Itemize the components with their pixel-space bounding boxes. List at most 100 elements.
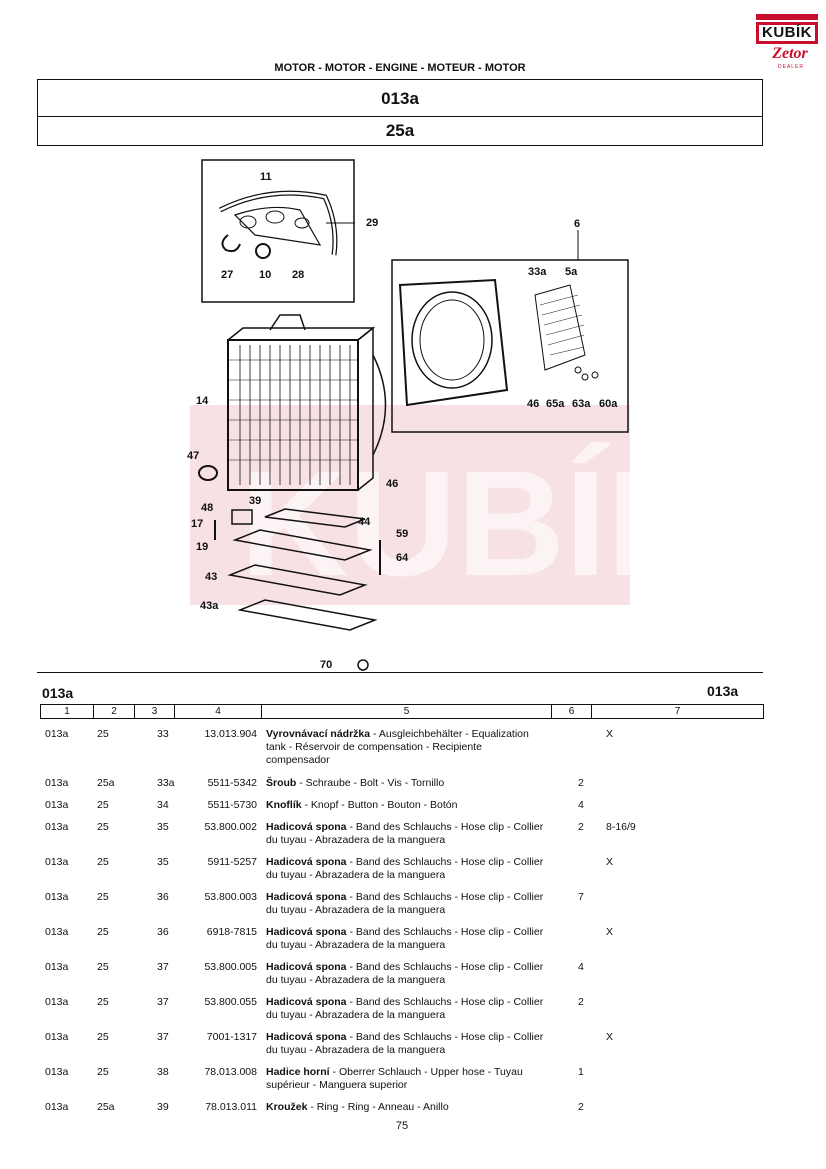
callout-label: 60a bbox=[599, 398, 618, 410]
exploded-parts-diagram: KUBÍK bbox=[190, 159, 640, 671]
callout-label: 44 bbox=[358, 516, 371, 528]
column-header: 2 bbox=[93, 705, 134, 718]
cell-position: 36 bbox=[157, 926, 169, 938]
radiator bbox=[227, 314, 387, 491]
callout-label: 70 bbox=[320, 659, 333, 671]
cell-quantity: 7 bbox=[578, 891, 584, 903]
callout-label: 47 bbox=[187, 450, 200, 462]
part-name: Hadice horní bbox=[266, 1066, 330, 1078]
callout-label: 43a bbox=[200, 600, 219, 612]
part-name: Hadicová spona bbox=[266, 961, 347, 973]
cell-quantity: 4 bbox=[578, 961, 584, 973]
cell-position: 37 bbox=[157, 961, 169, 973]
logo-dealer-text: DEALER bbox=[778, 64, 805, 70]
callout-label: 46 bbox=[386, 478, 399, 490]
column-header: 7 bbox=[591, 705, 763, 718]
part-name: Hadicová spona bbox=[266, 821, 347, 833]
cell-subgroup: 25a bbox=[97, 777, 115, 789]
callout-label: 17 bbox=[191, 518, 204, 530]
callout-label: 10 bbox=[259, 269, 272, 281]
callout-label: 14 bbox=[196, 395, 209, 407]
callout-label: 39 bbox=[249, 495, 262, 507]
cell-note: X bbox=[606, 856, 614, 868]
callout-label: 19 bbox=[196, 541, 209, 553]
cell-note: 8-16/9 bbox=[606, 821, 636, 833]
cell-quantity: 2 bbox=[578, 996, 584, 1008]
cell-group: 013a bbox=[45, 856, 69, 868]
part-name: Hadicová spona bbox=[266, 996, 347, 1008]
logo-brand-text: KUBÍK bbox=[756, 22, 818, 44]
cell-subgroup: 25 bbox=[97, 1031, 109, 1043]
cell-subgroup: 25 bbox=[97, 728, 109, 740]
part-name: Šroub bbox=[266, 777, 297, 789]
cell-subgroup: 25 bbox=[97, 799, 109, 811]
cell-part-number: 6918-7815 bbox=[206, 926, 257, 938]
cell-subgroup: 25 bbox=[97, 856, 109, 868]
cell-position: 38 bbox=[157, 1066, 169, 1078]
part-name: Hadicová spona bbox=[266, 926, 347, 938]
cell-group: 013a bbox=[45, 1101, 69, 1113]
part-translations: - Band des Schlauchs - Hose clip - Colli… bbox=[266, 926, 544, 951]
cell-group: 013a bbox=[45, 1031, 69, 1043]
callout-label: 46 bbox=[527, 398, 540, 410]
section-code-right: 013a bbox=[707, 683, 739, 699]
callout-label: 29 bbox=[366, 217, 379, 229]
cell-description: Hadice horní - Oberrer Schlauch - Upper … bbox=[266, 1066, 546, 1092]
callout-label: 59 bbox=[396, 528, 409, 540]
cell-description: Hadicová spona - Band des Schlauchs - Ho… bbox=[266, 961, 546, 987]
column-header: 4 bbox=[174, 705, 261, 718]
part-name: Hadicová spona bbox=[266, 891, 347, 903]
cell-subgroup: 25 bbox=[97, 821, 109, 833]
part-name: Hadicová spona bbox=[266, 856, 347, 868]
callout-label: 28 bbox=[292, 269, 305, 281]
cell-quantity: 2 bbox=[578, 1101, 584, 1113]
column-header: 5 bbox=[261, 705, 551, 718]
cell-quantity: 2 bbox=[578, 821, 584, 833]
column-number-row: 1 2 3 4 5 6 7 bbox=[40, 704, 764, 719]
cell-position: 34 bbox=[157, 799, 169, 811]
part-name: Knoflík bbox=[266, 799, 302, 811]
part-translations: - Band des Schlauchs - Hose clip - Colli… bbox=[266, 996, 544, 1021]
part-translations: - Band des Schlauchs - Hose clip - Colli… bbox=[266, 856, 544, 881]
cell-note: X bbox=[606, 1031, 614, 1043]
logo-zetor-text: Zetor bbox=[772, 45, 808, 62]
cell-group: 013a bbox=[45, 821, 69, 833]
cell-part-number: 78.013.008 bbox=[204, 1066, 257, 1078]
column-header: 6 bbox=[551, 705, 591, 718]
callout-label: 43 bbox=[205, 571, 218, 583]
cell-part-number: 7001-1317 bbox=[206, 1031, 257, 1043]
callout-label: 27 bbox=[221, 269, 234, 281]
cell-note: X bbox=[606, 728, 614, 740]
svg-text:KUBÍK: KUBÍK bbox=[240, 439, 640, 607]
cell-group: 013a bbox=[45, 799, 69, 811]
callout-label: 64 bbox=[396, 552, 409, 564]
part-translations: - Knopf - Button - Bouton - Botón bbox=[301, 799, 458, 811]
inset-box-fan-shroud bbox=[391, 259, 629, 433]
cell-group: 013a bbox=[45, 961, 69, 973]
cell-group: 013a bbox=[45, 996, 69, 1008]
cell-group: 013a bbox=[45, 891, 69, 903]
cell-position: 33 bbox=[157, 728, 169, 740]
cell-subgroup: 25 bbox=[97, 926, 109, 938]
watermark: KUBÍK bbox=[190, 405, 640, 607]
cell-subgroup: 25 bbox=[97, 961, 109, 973]
callout-label: 33a bbox=[528, 266, 547, 278]
cell-part-number: 53.800.003 bbox=[204, 891, 257, 903]
parts-table-header bbox=[37, 672, 763, 721]
cell-subgroup: 25a bbox=[97, 1101, 115, 1113]
cell-part-number: 53.800.002 bbox=[204, 821, 257, 833]
part-translations: - Band des Schlauchs - Hose clip - Colli… bbox=[266, 961, 544, 986]
cell-position: 35 bbox=[157, 856, 169, 868]
cell-description: Šroub - Schraube - Bolt - Vis - Tornillo bbox=[266, 777, 546, 790]
cell-position: 33a bbox=[157, 777, 175, 789]
cell-part-number: 5511-5342 bbox=[207, 777, 257, 789]
part-name: Vyrovnávací nádržka bbox=[266, 728, 371, 740]
cell-group: 013a bbox=[45, 777, 69, 789]
cell-part-number: 5511-5730 bbox=[207, 799, 257, 811]
part-translations: - Band des Schlauchs - Hose clip - Colli… bbox=[266, 821, 544, 846]
cell-position: 39 bbox=[157, 1101, 169, 1113]
cell-description: Vyrovnávací nádržka - Ausgleichbehälter … bbox=[266, 728, 546, 767]
part-name: Kroužek bbox=[266, 1101, 308, 1113]
cell-note: X bbox=[606, 926, 614, 938]
part-translations: - Schraube - Bolt - Vis - Tornillo bbox=[296, 777, 445, 789]
